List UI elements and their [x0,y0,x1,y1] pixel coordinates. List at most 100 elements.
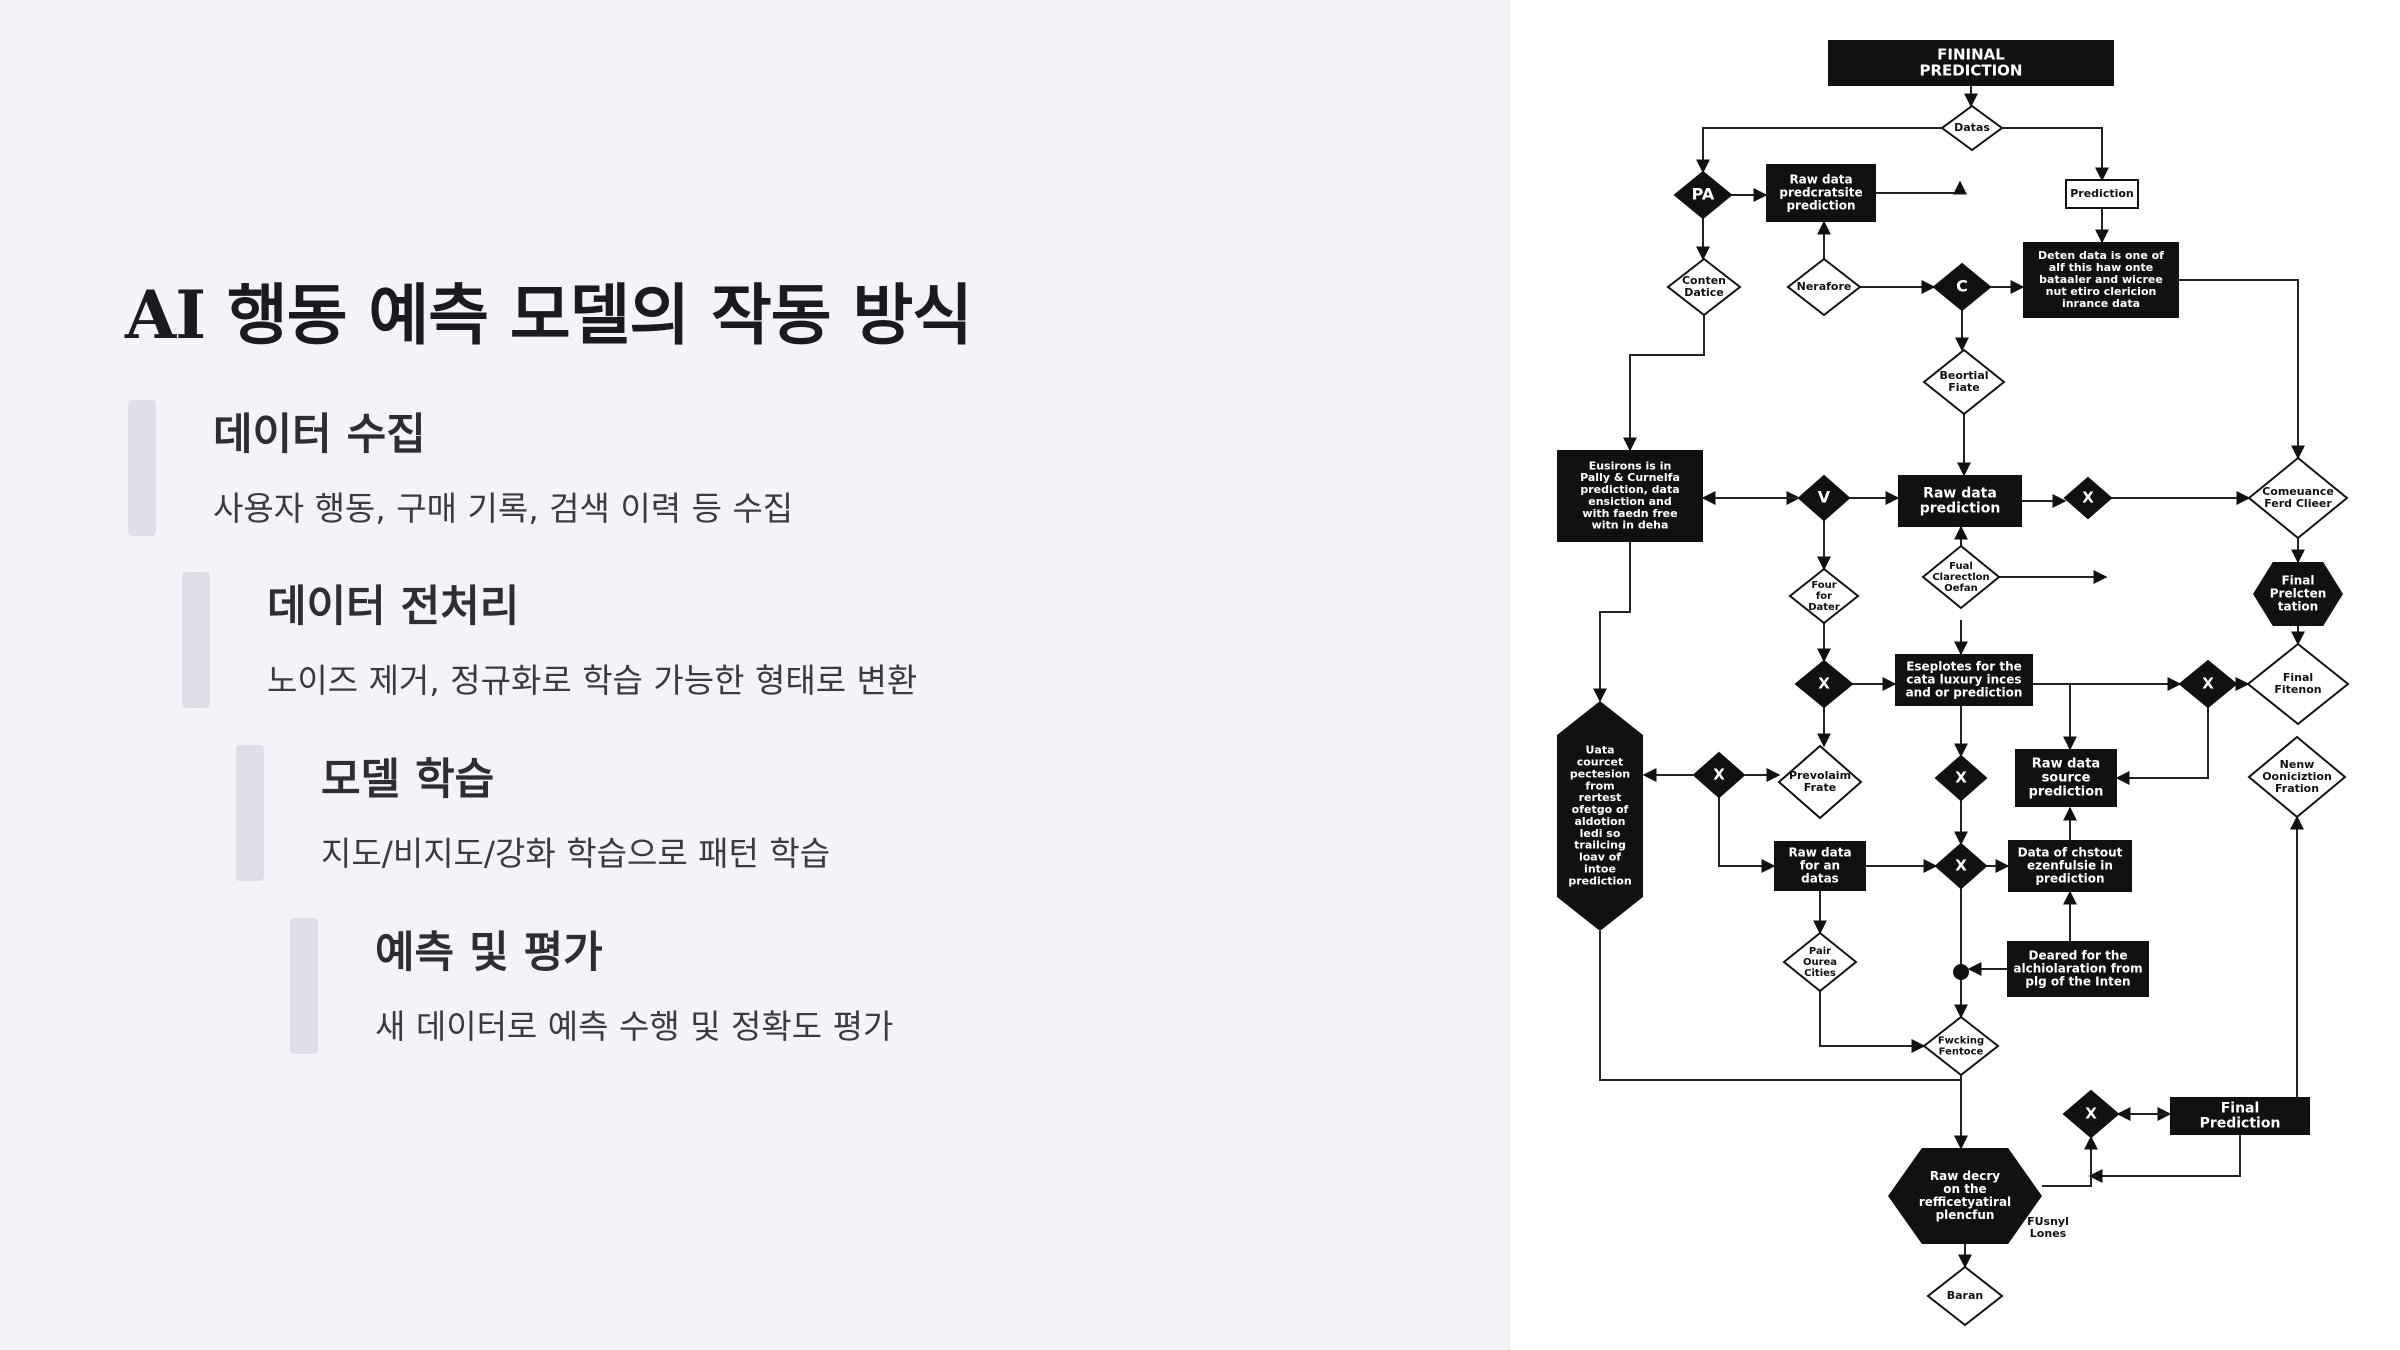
node-label: plencfun [1936,1208,1995,1222]
flow-arrow [2115,707,2209,785]
node-label: on the [1943,1182,1986,1196]
node-label: prediction, data [1580,483,1679,496]
node-label: Prelcten [2270,587,2327,601]
node-label: alf this haw onte [2049,261,2153,274]
node-label: prediction [1920,501,2001,517]
step-description: 새 데이터로 예측 수행 및 정확도 평가 [375,1007,894,1046]
node-label: refficetyatiral [1919,1195,2011,1209]
node-d-baran: Baran [1926,1265,2004,1327]
node-label: PREDICTION [1920,62,2023,80]
node-label: Lones [2030,1227,2067,1240]
node-d-datas: Datas [1940,104,2004,152]
node-label: loav of [1579,851,1621,864]
node-label: Final [2283,671,2313,684]
node-label: X [2202,675,2214,693]
page-title: AI 행동 예측 모델의 작동 방식 [125,276,973,354]
node-label: Clarectlon [1932,572,1989,583]
node-label: X [1955,769,1967,787]
node-label: Raw data [1923,485,1997,501]
node-label: X [1713,766,1725,784]
node-label: Datas [1954,121,1990,134]
node-label: ledi so [1580,827,1621,840]
node-label: Prevolaim [1789,769,1851,782]
flow-arrow [1819,991,1926,1053]
node-label: Nerafore [1797,280,1852,293]
node-label: Ferd Clieer [2264,497,2332,510]
flow-arrow [2042,1135,2098,1187]
node-label: Deared for the [2029,949,2128,963]
node-label: predcratsite [1779,186,1862,200]
flow-arrow [1623,315,1705,452]
node-label: Nenw [2280,758,2315,771]
node-x-center2: X [1934,754,1988,802]
node-label: Fentoce [1939,1046,1984,1057]
node-prediction-box: Prediction [2065,179,2139,209]
step-heading: 예측 및 평가 [375,928,603,978]
node-label: witn in deha [1592,519,1669,532]
node-x-right1: X [2178,659,2238,709]
node-label: courcet [1577,756,1624,769]
node-label: ezenfulsie in [2027,859,2113,873]
step-heading: 데이터 전처리 [267,582,520,632]
node-label: Pair [1809,946,1831,957]
junction-dot [1953,964,1969,980]
node-label: Fiate [1948,381,1979,394]
node-label: source [2042,771,2091,786]
node-label: Fitenon [2274,683,2321,696]
node-d-nerafore: Nerafore [1786,257,1862,317]
node-label: bataaler and wicree [2039,273,2163,286]
flow-arrow [1599,931,1968,1150]
flow-arrow [1696,127,1942,174]
node-label: X [2082,489,2094,507]
node-label: plg of the Inten [2025,974,2130,988]
node-label: Comeuance [2262,485,2334,498]
step-accent-bar [128,400,156,536]
node-label: intoe [1584,862,1616,875]
step-heading: 데이터 수집 [213,410,426,460]
node-label: prediction [1568,874,1631,887]
node-label: prediction [2035,871,2104,885]
node-label: with faedn free [1582,507,1677,520]
node-label: Data of chstout [2018,846,2123,860]
node-label: pectesion [1570,767,1630,780]
node-label: X [1955,857,1967,875]
node-label: PA [1692,185,1715,204]
node-label: Oefan [1944,583,1978,594]
node-label: from [1585,779,1614,792]
node-label: Deten data is one of [2038,249,2164,262]
node-x-left1: X [1794,659,1854,709]
node-label: Final [2281,574,2314,588]
node-label: Eseplotes for the [1906,660,2022,674]
node-x-left2: X [1692,751,1746,799]
node-label: Fwcking [1938,1036,1984,1047]
flow-arrow [2179,279,2305,460]
node-label: Cities [1804,968,1836,979]
node-label: nut etiro clericion [2046,285,2157,298]
node-label: Fration [2275,782,2319,795]
node-label: Raw data [1789,173,1852,187]
node-label: prediction [2029,785,2104,800]
node-label: Four [1811,580,1836,591]
node-label: Frate [1804,781,1836,794]
node-label: trailcing [1574,839,1626,852]
node-label: ofetgo of [1572,803,1629,816]
node-label: Raw data [1788,846,1851,860]
